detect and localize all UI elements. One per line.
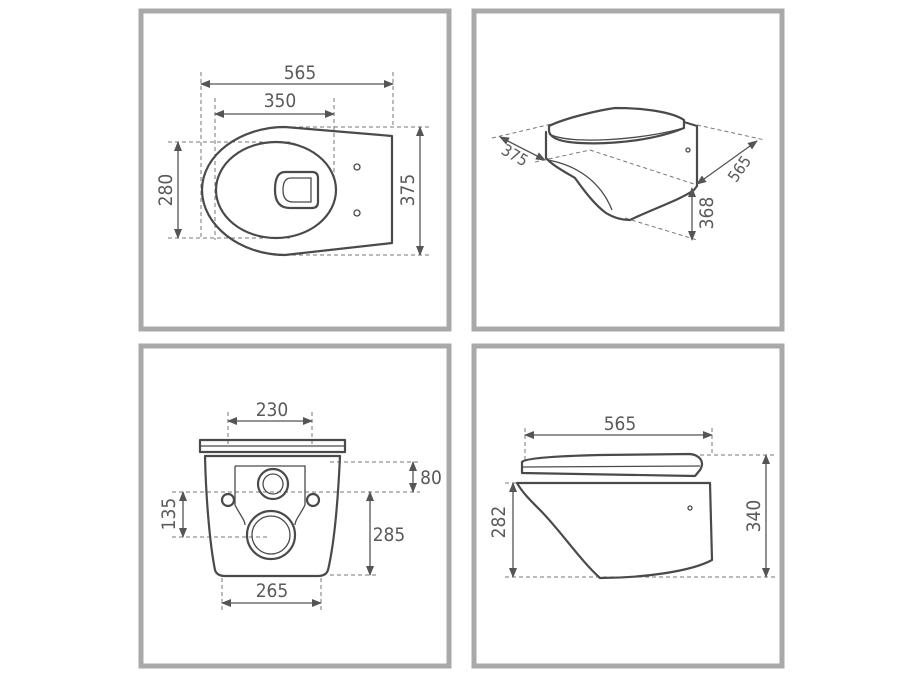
- seat: [198, 438, 347, 454]
- label-230: 230: [256, 399, 289, 421]
- bowl-body: [203, 454, 342, 578]
- label-565: 565: [604, 413, 637, 435]
- bowl-opening: [214, 140, 338, 240]
- label-285: 285: [373, 524, 406, 546]
- extension-lines: [172, 412, 420, 610]
- panel-isometric-view: 375 565 368: [471, 8, 785, 332]
- label-565: 565: [284, 62, 317, 84]
- fixing-hole: [305, 492, 321, 508]
- toilet-outline: [200, 125, 394, 257]
- panel-top-view: 565 350 280 375: [138, 8, 452, 332]
- outlet: [245, 509, 297, 561]
- label-375: 375: [397, 174, 419, 207]
- fixing-hole: [220, 492, 236, 508]
- fixing-hole: [353, 209, 361, 217]
- label-80: 80: [420, 467, 442, 489]
- label-282: 282: [488, 506, 510, 539]
- bowl-body: [544, 120, 699, 222]
- panel-front-view: 230 80 135 285 265: [138, 343, 452, 669]
- dim-565: [696, 140, 758, 185]
- label-280: 280: [155, 174, 177, 207]
- flush-inlet: [256, 467, 290, 501]
- seat-lid: [520, 452, 704, 478]
- panel-side-view: 565 282 340: [471, 343, 785, 669]
- label-350: 350: [264, 90, 297, 112]
- label-340: 340: [743, 500, 765, 533]
- label-368: 368: [696, 197, 718, 230]
- fixing-hole: [353, 163, 361, 171]
- bowl-body: [515, 481, 714, 580]
- dim-375: [499, 136, 546, 161]
- label-135: 135: [158, 498, 180, 531]
- outlet: [273, 170, 320, 210]
- label-265: 265: [256, 580, 289, 602]
